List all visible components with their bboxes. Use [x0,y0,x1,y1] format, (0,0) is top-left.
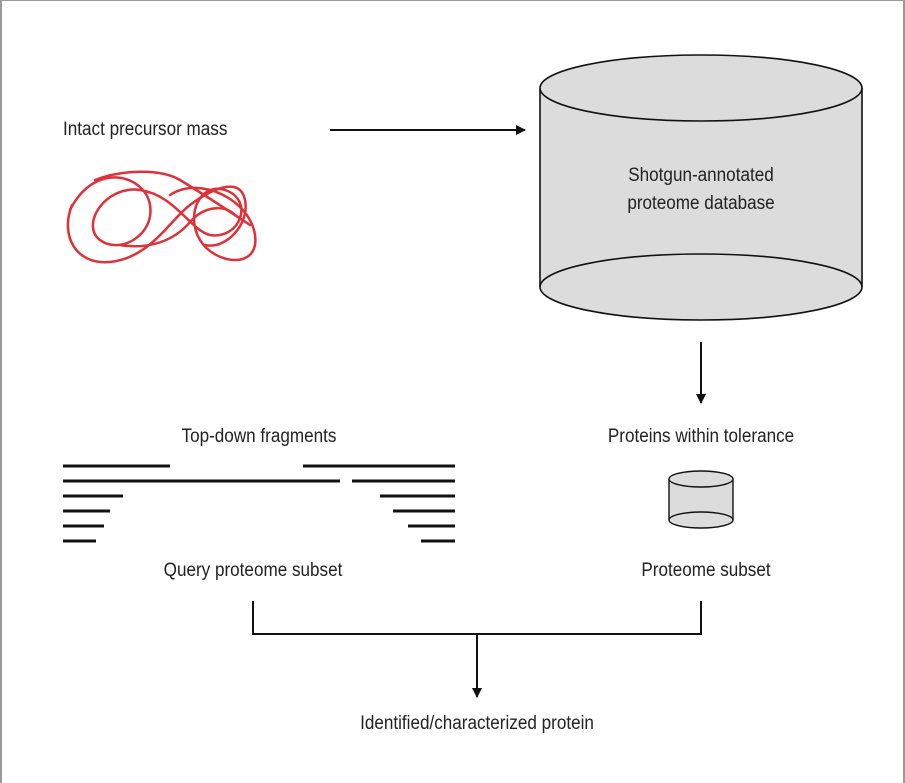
database-cylinder-icon [539,54,863,321]
label-proteome-subset: Proteome subset [641,560,771,581]
label-identified-protein: Identified/characterized protein [360,713,594,734]
protein-squiggle-icon [66,170,257,264]
label-query-proteome-subset: Query proteome subset [163,560,343,581]
label-database-line1: Shotgun-annotated [628,165,774,186]
fragment-bars [63,464,455,543]
subset-cylinder-icon [668,470,734,529]
label-top-down-fragments: Top-down fragments [181,426,337,447]
merge-bracket [252,601,702,635]
label-proteins-within-tolerance: Proteins within tolerance [607,426,795,447]
label-intact-precursor-mass: Intact precursor mass [63,119,228,140]
label-database-line2: proteome database [627,193,775,214]
